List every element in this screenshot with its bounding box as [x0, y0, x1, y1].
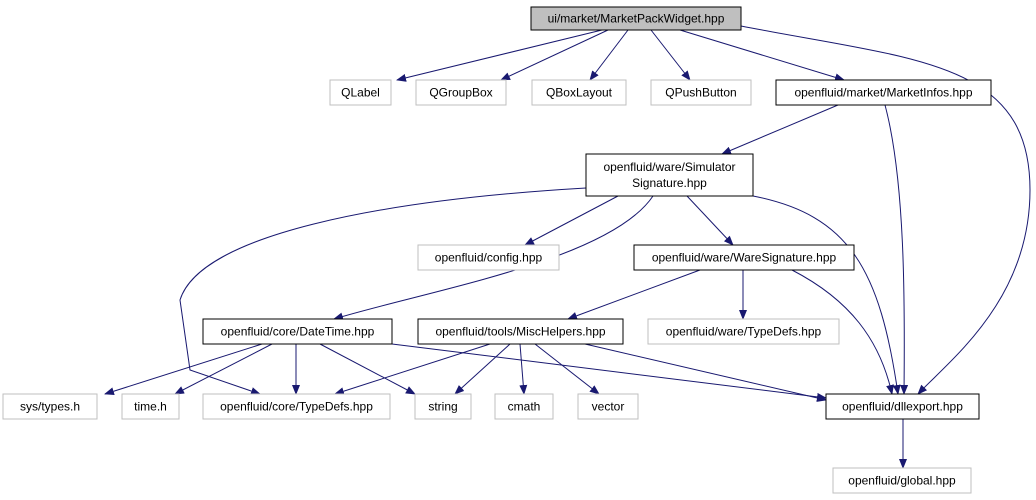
node-config: openfluid/config.hpp: [417, 244, 560, 271]
node-waresig[interactable]: openfluid/ware/WareSignature.hpp: [633, 244, 855, 271]
edge-marketinfos-to-simsig: [721, 104, 839, 155]
edge-simsig-to-datetime: [333, 195, 654, 321]
node-label-config: openfluid/config.hpp: [435, 251, 543, 265]
node-box-coretypedefs: [202, 393, 391, 420]
node-box-qgroupbox: [415, 79, 507, 106]
node-label-qboxlayout: QBoxLayout: [546, 86, 613, 100]
edge-mischelpers-to-cmath: [519, 343, 528, 395]
edge-root-to-dllexport: [740, 25, 1031, 395]
node-box-string: [414, 393, 472, 420]
node-box-qpushbutton: [650, 79, 752, 106]
edge-waresig-to-mischelpers: [567, 269, 701, 320]
edge-simsig-to-waresig: [686, 195, 734, 246]
edge-marketinfos-to-dllexport: [884, 104, 909, 395]
node-label-qlabel: QLabel: [341, 86, 380, 100]
node-dllexport[interactable]: openfluid/dllexport.hpp: [825, 393, 980, 420]
edge-simsig-to-config: [524, 195, 619, 246]
edges-layer: [104, 25, 1031, 469]
node-label-simsig-line1: openfluid/ware/Simulator: [603, 160, 735, 174]
node-label-dllexport: openfluid/dllexport.hpp: [842, 400, 963, 414]
node-box-qlabel: [329, 79, 392, 106]
edge-root-to-qgroupbox: [500, 29, 609, 81]
node-label-datetime: openfluid/core/DateTime.hpp: [221, 325, 375, 339]
node-label-string: string: [428, 400, 457, 414]
node-box-datetime: [202, 318, 393, 345]
edge-datetime-to-timeh: [174, 343, 273, 395]
node-box-qboxlayout: [531, 79, 627, 106]
node-waretypedefs: openfluid/ware/TypeDefs.hpp: [647, 318, 840, 345]
edge-simsig-to-coretypedefs: [179, 187, 587, 395]
node-label-qgroupbox: QGroupBox: [429, 86, 492, 100]
node-box-mischelpers: [417, 318, 624, 345]
edge-datetime-to-systypes: [104, 343, 263, 396]
node-vector: vector: [577, 393, 639, 420]
node-box-global: [832, 467, 972, 494]
node-label-cmath: cmath: [508, 400, 541, 414]
node-box-config: [417, 244, 560, 271]
edge-mischelpers-to-vector: [534, 343, 600, 395]
node-qpushbutton: QPushButton: [650, 79, 752, 106]
node-datetime[interactable]: openfluid/core/DateTime.hpp: [202, 318, 393, 345]
node-box-marketinfos: [775, 79, 992, 106]
node-label-mischelpers: openfluid/tools/MiscHelpers.hpp: [435, 325, 605, 339]
node-box-simsig: [585, 153, 754, 197]
node-qgroupbox: QGroupBox: [415, 79, 507, 106]
node-cmath: cmath: [494, 393, 554, 420]
node-label-qpushbutton: QPushButton: [665, 86, 736, 100]
node-box-vector: [577, 393, 639, 420]
node-label-root: ui/market/MarketPackWidget.hpp: [548, 12, 725, 26]
node-string: string: [414, 393, 472, 420]
edge-root-to-qpushbutton: [650, 29, 691, 81]
edge-mischelpers-to-string: [454, 343, 511, 395]
edge-mischelpers-to-coretypedefs: [334, 343, 491, 396]
node-label-vector: vector: [592, 400, 625, 414]
node-root[interactable]: ui/market/MarketPackWidget.hpp: [530, 6, 742, 31]
node-systypes: sys/types.h: [2, 393, 98, 420]
node-timeh: time.h: [121, 393, 180, 420]
node-label-coretypedefs: openfluid/core/TypeDefs.hpp: [220, 400, 373, 414]
node-label-simsig-line2: Signature.hpp: [632, 176, 707, 190]
edge-simsig-to-dllexport: [752, 195, 901, 395]
edge-mischelpers-to-dllexport: [584, 343, 827, 402]
node-qlabel: QLabel: [329, 79, 392, 106]
node-label-waretypedefs: openfluid/ware/TypeDefs.hpp: [666, 325, 822, 339]
node-mischelpers[interactable]: openfluid/tools/MiscHelpers.hpp: [417, 318, 624, 345]
node-label-marketinfos: openfluid/market/MarketInfos.hpp: [794, 86, 972, 100]
node-label-systypes: sys/types.h: [20, 400, 80, 414]
node-box-waretypedefs: [647, 318, 840, 345]
edge-datetime-to-string: [319, 343, 416, 395]
node-box-root: [530, 6, 742, 31]
node-label-waresig: openfluid/ware/WareSignature.hpp: [652, 251, 837, 265]
node-box-dllexport: [825, 393, 980, 420]
node-marketinfos[interactable]: openfluid/market/MarketInfos.hpp: [775, 79, 992, 106]
node-coretypedefs: openfluid/core/TypeDefs.hpp: [202, 393, 391, 420]
node-label-timeh: time.h: [134, 400, 167, 414]
node-qboxlayout: QBoxLayout: [531, 79, 627, 106]
node-box-timeh: [121, 393, 180, 420]
node-label-global: openfluid/global.hpp: [848, 474, 956, 488]
edge-waresig-to-dllexport: [791, 269, 894, 395]
edge-root-to-marketinfos: [679, 29, 845, 82]
node-box-cmath: [494, 393, 554, 420]
node-global: openfluid/global.hpp: [832, 467, 972, 494]
edge-datetime-to-dllexport: [391, 343, 827, 401]
edge-root-to-qlabel: [396, 29, 603, 82]
node-box-waresig: [633, 244, 855, 271]
node-box-systypes: [2, 393, 98, 420]
edge-root-to-qboxlayout: [589, 29, 629, 81]
